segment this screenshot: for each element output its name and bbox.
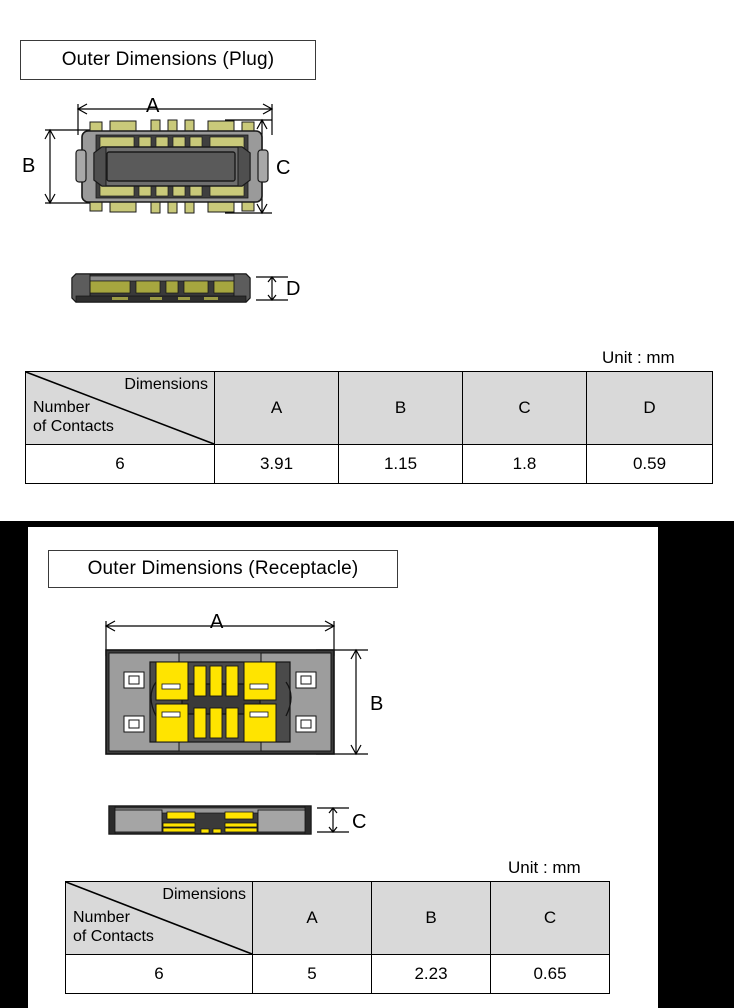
plug-side-view-drawing [60,268,310,312]
receptacle-row-value-a: 5 [252,954,372,994]
receptacle-table-col-b: B [371,881,491,955]
receptacle-dimension-label-a: A [210,611,224,633]
plug-dimension-label-d: D [286,278,301,300]
receptacle-corner-of-contacts-text: of Contacts [73,928,154,945]
plug-dimensions-table: Dimensions Number of Contacts A B C D 6 … [25,371,713,484]
receptacle-corner-number-text: Number [73,909,130,926]
receptacle-body-side-view [108,805,312,835]
receptacle-table-header-row: Dimensions Number of Contacts A B C [65,881,610,955]
receptacle-section-title-text: Outer Dimensions (Receptacle) [87,558,359,579]
receptacle-corner-contacts-label: Number of Contacts [73,908,154,946]
plug-corner-contacts-label: Number of Contacts [33,398,114,436]
plug-dimension-label-a: A [146,95,160,117]
plug-row-value-c: 1.8 [462,444,587,484]
receptacle-side-view-drawing [95,798,375,848]
receptacle-table-col-a: A [252,881,372,955]
receptacle-dimensions-table: Dimensions Number of Contacts A B C 6 5 … [65,881,610,994]
receptacle-dimension-line-c [317,807,349,833]
plug-table-col-c: C [462,371,587,445]
plug-dimension-label-b: B [22,155,36,177]
corner-diagonal-divider [26,372,214,444]
receptacle-table-col-c: C [490,881,610,955]
plug-dimension-label-c: C [276,157,291,179]
plug-section-title-text: Outer Dimensions (Plug) [61,49,275,70]
receptacle-corner-diagonal-divider [66,882,252,954]
receptacle-corner-dimensions-label: Dimensions [162,886,246,903]
receptacle-dimension-label-c: C [352,811,367,833]
plug-table-col-a: A [214,371,339,445]
receptacle-body-top-view [105,649,335,755]
plug-body-side-view [71,273,251,303]
receptacle-row-value-b: 2.23 [371,954,491,994]
plug-table-corner-cell: Dimensions Number of Contacts [25,371,215,445]
plug-corner-of-contacts-text: of Contacts [33,418,114,435]
plug-table-header-row: Dimensions Number of Contacts A B C D [25,371,713,445]
plug-row-value-a: 3.91 [214,444,339,484]
receptacle-unit-note: Unit : mm [508,858,581,877]
plug-row-value-b: 1.15 [338,444,463,484]
receptacle-table-corner-cell: Dimensions Number of Contacts [65,881,253,955]
receptacle-row-value-c: 0.65 [490,954,610,994]
receptacle-row-contacts: 6 [65,954,253,994]
plug-table-col-d: D [586,371,713,445]
plug-section-title: Outer Dimensions (Plug) [20,40,316,80]
plug-corner-number-text: Number [33,399,90,416]
plug-body-top-view [75,119,269,214]
dimension-line-d [256,276,288,301]
receptacle-table-row: 6 5 2.23 0.65 [65,954,610,994]
plug-unit-note: Unit : mm [602,348,675,367]
receptacle-dimension-label-b: B [370,693,384,715]
plug-table-col-b: B [338,371,463,445]
plug-top-view-drawing [10,95,310,220]
plug-row-contacts: 6 [25,444,215,484]
plug-table-row: 6 3.91 1.15 1.8 0.59 [25,444,713,484]
plug-corner-dimensions-label: Dimensions [124,376,208,393]
receptacle-section-title: Outer Dimensions (Receptacle) [48,550,398,588]
plug-row-value-d: 0.59 [586,444,713,484]
receptacle-top-view-drawing [90,612,390,767]
